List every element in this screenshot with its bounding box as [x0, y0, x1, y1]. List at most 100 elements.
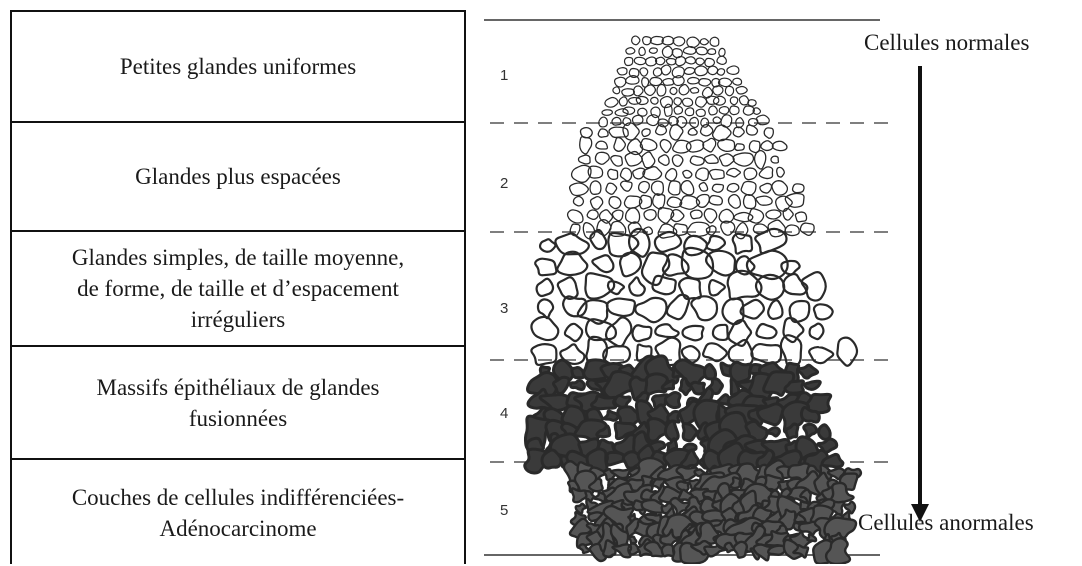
gland-shape — [799, 222, 815, 237]
gland-shape — [669, 124, 684, 141]
gland-shape — [660, 543, 675, 558]
gland-shape — [806, 532, 818, 543]
gland-shape — [619, 167, 633, 182]
gland-shape — [705, 249, 737, 277]
gland-shape — [734, 143, 745, 152]
gland-shape — [664, 167, 678, 182]
gland-shape — [779, 334, 803, 369]
gland-shape — [657, 118, 670, 128]
gland-shape — [673, 105, 684, 115]
grade-row-1: Petites glandes uniformes — [12, 12, 464, 123]
gland-shape — [671, 66, 685, 79]
gland-shape — [770, 155, 780, 164]
gland-shape — [650, 180, 665, 196]
gland-shape — [717, 77, 733, 88]
gland-shape — [604, 316, 633, 348]
gland-shape — [662, 77, 675, 86]
gleason-pattern-figure: 1 2 3 4 5 Cellules normales Cellules ano… — [484, 10, 1082, 564]
gland-shape — [681, 422, 699, 443]
gland-shape — [675, 465, 699, 482]
gland-shape — [674, 55, 687, 67]
gland-shape — [689, 380, 706, 396]
gland-shape — [752, 107, 762, 115]
gland-shape — [606, 280, 626, 296]
gland-shape — [631, 324, 653, 343]
gland-shape — [540, 448, 563, 470]
gland-shape — [556, 250, 589, 277]
gland-shape — [727, 193, 742, 209]
gland-shape — [760, 140, 774, 152]
gland-shape — [683, 66, 696, 76]
gland-pattern-2 — [566, 122, 815, 240]
gland-shape — [563, 322, 584, 343]
gland-shape — [566, 209, 584, 224]
gland-shape — [618, 96, 628, 107]
grade-5-line-2: Adénocarcinome — [159, 516, 317, 541]
gland-shape — [624, 207, 641, 224]
gland-shape — [796, 363, 820, 380]
gland-shape — [754, 273, 786, 301]
grade-number-3: 3 — [500, 300, 508, 317]
gland-shape — [634, 296, 668, 324]
gland-shape — [622, 122, 640, 141]
gland-shape — [618, 251, 643, 278]
gland-shape — [780, 259, 801, 276]
gland-shape — [695, 108, 706, 118]
gland-shape — [632, 85, 644, 97]
gland-shape — [623, 195, 643, 209]
gland-shape — [724, 85, 735, 97]
gland-shape — [591, 254, 615, 274]
gland-shape — [639, 137, 658, 152]
gland-pattern-1 — [598, 35, 770, 129]
gland-shape — [554, 232, 590, 256]
gland-shape — [808, 345, 835, 365]
gland-shape — [689, 209, 703, 220]
gland-shape — [586, 209, 599, 221]
gland-shape — [765, 426, 782, 438]
gland-shape — [660, 379, 676, 391]
grade-2-line-1: Glandes plus espacées — [135, 164, 341, 189]
gland-shape — [598, 116, 608, 128]
gland-shape — [576, 299, 609, 325]
gland-shape — [625, 47, 636, 55]
gland-shape — [784, 224, 800, 237]
gland-shape — [680, 179, 695, 196]
grade-1-line-1: Petites glandes uniformes — [119, 54, 357, 79]
gland-shape — [641, 128, 651, 138]
gland-shape — [689, 116, 700, 129]
gland-shape — [568, 378, 586, 392]
gland-shape — [613, 136, 626, 152]
gland-shape — [530, 343, 558, 367]
gland-shape — [742, 193, 757, 210]
gland-shape — [570, 365, 586, 380]
gland-shape — [646, 417, 671, 443]
gland-shape — [684, 56, 696, 65]
gland-shape — [569, 223, 581, 237]
gland-shape — [579, 135, 593, 155]
gland-shape — [709, 36, 720, 47]
gland-shape — [672, 36, 686, 47]
gland-shape — [705, 225, 717, 236]
gland-shape — [627, 221, 642, 237]
gland-shape — [808, 322, 825, 341]
gland-shape — [614, 108, 629, 117]
gland-shape — [635, 95, 649, 106]
gland-shape — [582, 222, 596, 240]
grade-3-line-1: Glandes simples, de taille moyenne, — [71, 245, 405, 270]
gland-shape — [687, 127, 698, 136]
gland-shape — [678, 276, 702, 301]
gland-shape — [570, 164, 592, 183]
gland-shape — [755, 322, 778, 340]
grade-3-line-3: irréguliers — [190, 307, 286, 332]
gland-shape — [650, 96, 659, 105]
gland-shape — [611, 116, 622, 126]
gland-shape — [538, 238, 557, 253]
gland-shape — [732, 152, 755, 167]
grade-row-3: Glandes simples, de taille moyenne, de f… — [12, 232, 464, 347]
grade-5-line-1: Couches de cellules indifférenciées- — [71, 485, 405, 510]
gland-shape — [665, 293, 691, 321]
gland-shape — [843, 500, 857, 515]
gland-shape — [649, 35, 664, 46]
gland-shape — [725, 167, 742, 178]
gland-shape — [627, 96, 642, 105]
